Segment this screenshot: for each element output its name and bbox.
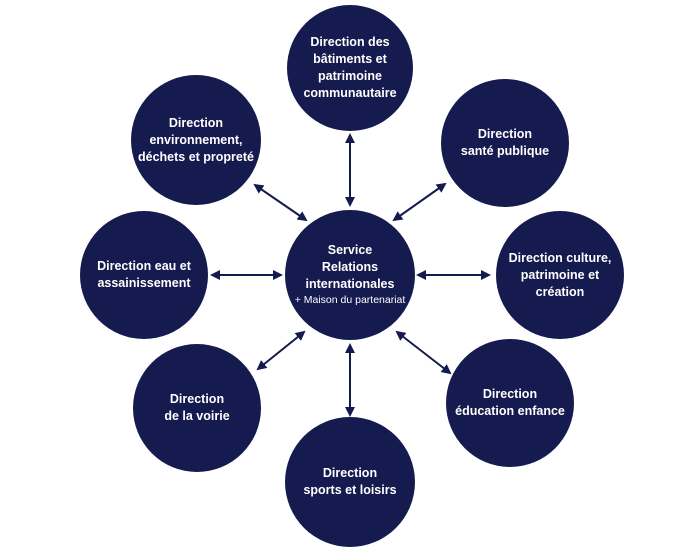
arrow-sante — [392, 182, 447, 222]
node-voirie-label: Direction de la voirie — [164, 392, 230, 423]
node-sports-label: Direction sports et loisirs — [303, 466, 397, 497]
node-voirie: Direction de la voirie — [133, 344, 261, 472]
node-environnement: Direction environnement, déchets et prop… — [131, 75, 261, 205]
arrow-education — [395, 330, 452, 375]
node-culture-label: Direction culture, patrimoine et créatio… — [508, 250, 612, 299]
center-title: Service Relations internationales — [305, 243, 395, 291]
node-batiments: Direction des bâtiments et patrimoine co… — [287, 5, 413, 131]
node-environnement-label: Direction environnement, déchets et prop… — [137, 115, 254, 164]
node-sante-label: Direction santé publique — [460, 127, 550, 158]
node-education-label: Direction éducation enfance — [455, 387, 565, 418]
node-culture: Direction culture, patrimoine et créatio… — [496, 211, 624, 339]
arrow-voirie — [256, 330, 306, 371]
node-eau-label: Direction eau et assainissement — [97, 259, 191, 290]
node-sante: Direction santé publique — [441, 79, 569, 207]
node-sports: Direction sports et loisirs — [285, 417, 415, 547]
node-batiments-label: Direction des bâtiments et patrimoine co… — [303, 35, 397, 100]
node-eau: Direction eau et assainissement — [80, 211, 208, 339]
arrow-environnement — [253, 183, 308, 222]
node-education: Direction éducation enfance — [446, 339, 574, 467]
node-center-relations-internationales: Service Relations internationales + Mais… — [285, 210, 415, 340]
center-subtitle: + Maison du partenariat — [294, 294, 406, 306]
